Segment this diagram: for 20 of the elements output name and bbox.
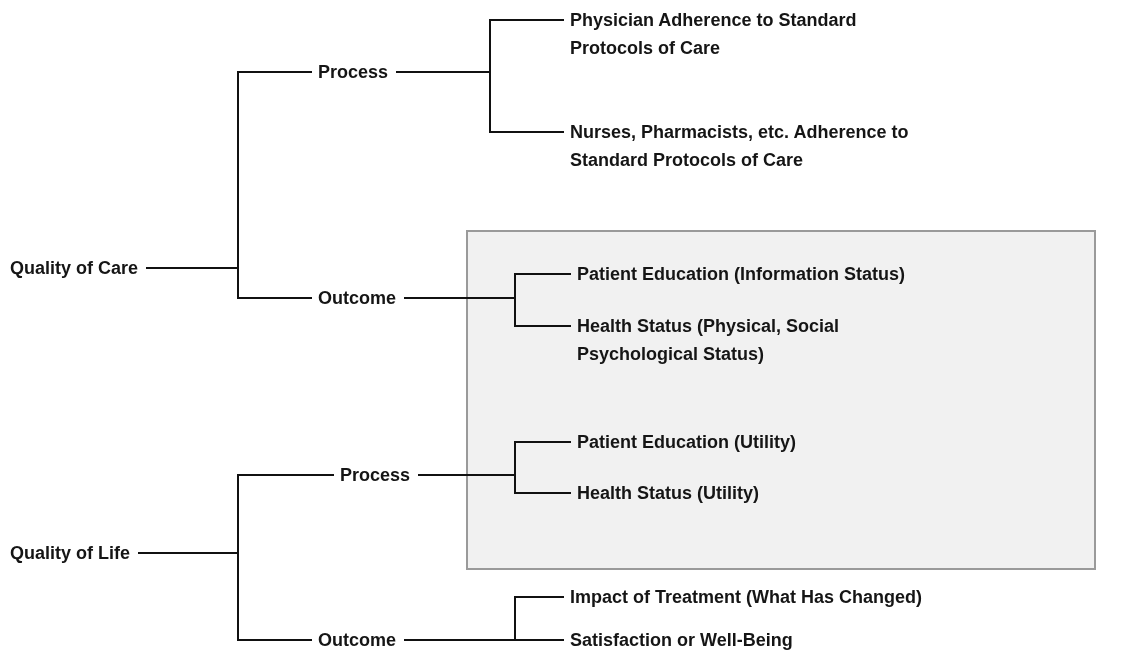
bracket-line <box>395 71 565 133</box>
node-label: Quality of Care <box>10 254 139 282</box>
node-label: Patient Education (Utility) <box>577 428 796 456</box>
bracket-line <box>403 639 565 641</box>
node-label: Process <box>318 58 389 86</box>
shaded-box <box>466 230 1096 570</box>
node-label: Health Status (Utility) <box>577 479 759 507</box>
node-label: Quality of Life <box>10 539 130 567</box>
bracket-line <box>417 474 572 494</box>
node-label: Health Status (Physical, Social Psychological Status) <box>577 312 877 368</box>
node-label: Impact of Treatment (What Has Changed) <box>570 583 923 611</box>
node-label: Process <box>340 461 411 489</box>
bracket-line <box>145 267 313 299</box>
node-label: Patient Education (Information Status) <box>577 260 905 288</box>
node-label: Outcome <box>318 626 396 654</box>
node-label: Satisfaction or Well-Being <box>570 626 793 654</box>
node-label: Nurses, Pharmacists, etc. Adherence to Standard Protocols of Care <box>570 118 930 174</box>
node-label: Outcome <box>318 284 396 312</box>
node-label: Physician Adherence to Standard Protocols of Care <box>570 6 870 62</box>
bracket-line <box>137 552 313 641</box>
